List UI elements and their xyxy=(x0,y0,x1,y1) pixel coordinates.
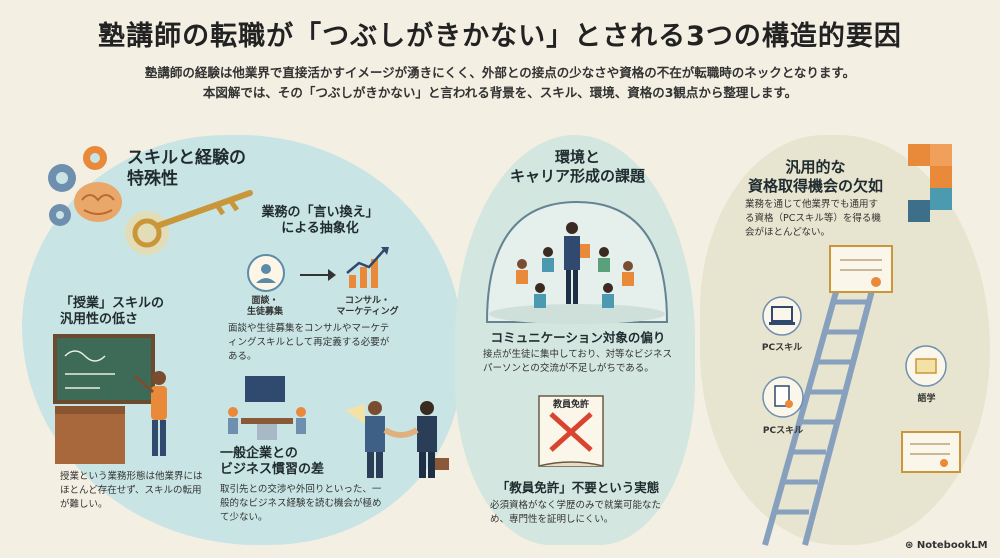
blocks-stack-icon xyxy=(908,144,952,222)
license-description: 必須資格がなく学歴のみで就業可能なため、専門性を証明しにくい。 xyxy=(490,500,662,525)
license-heading: 「教員免許」不要という実態 xyxy=(496,480,660,495)
rephrase-heading: 業務の「言い換え」による抽象化 xyxy=(261,205,379,237)
classroom-board-icon xyxy=(53,334,167,464)
license-badge-text: 教員免許 xyxy=(552,400,589,410)
certificate-language-icon xyxy=(905,345,947,387)
certificate-bottom-icon xyxy=(901,431,961,473)
certificate-top-icon xyxy=(829,245,893,293)
subtitle-line-2: 本図解では、その「つぶしがきかない」と言われる背景を、スキル、環境、資格の3観点… xyxy=(202,85,798,100)
qualification-description: 業務を通じて他業界でも通用する資格（PCスキル等）を得る機会がほとんどない。 xyxy=(745,199,881,238)
qualification-heading: 汎用的な資格取得機会の欠如 xyxy=(747,158,883,195)
person-interview-icon xyxy=(247,254,285,292)
dome-classroom-icon xyxy=(485,200,669,324)
laptop-icon xyxy=(762,296,802,336)
business-description: 取引先との交渉や外回りといった、一般的なビジネス経験を読む機会が極めて少ない。 xyxy=(220,484,382,523)
communication-description: 接点が生徒に集中しており、対等なビジネスパーソンとの交流が不足しがちである。 xyxy=(483,349,673,374)
gears-brain-icon xyxy=(48,146,122,226)
communication-heading: コミュニケーション対象の偏り xyxy=(490,330,666,345)
office-meeting-icon xyxy=(228,376,306,440)
rephrase-description: 面談や生徒募集をコンサルやマーケティングスキルとして再定義する必要がある。 xyxy=(228,323,390,362)
key-icon xyxy=(125,190,253,255)
to-label: コンサル・マーケティング xyxy=(336,296,399,317)
license-scroll-icon xyxy=(538,395,604,467)
label-pc-skill-2: PCスキル xyxy=(762,426,804,436)
label-pc-skill-1: PCスキル xyxy=(761,343,803,353)
page-title: 塾講師の転職が「つぶしがきかない」とされる3つの構造的要因 xyxy=(98,21,902,52)
notebooklm-icon: ⊛ xyxy=(905,540,917,551)
lesson-heading: 「授業」スキルの汎用性の低さ xyxy=(60,296,165,328)
arrow-right-icon xyxy=(300,269,336,281)
document-award-icon xyxy=(762,376,804,418)
label-language: 語学 xyxy=(917,394,936,404)
brand-logo: ⊛ NotebookLM xyxy=(905,540,988,551)
business-heading: 一般企業とのビジネス慣習の差 xyxy=(220,446,325,478)
growth-chart-icon xyxy=(346,247,389,288)
from-label: 面談・生徒募集 xyxy=(246,296,283,317)
subtitle-line-1: 塾講師の経験は他業界で直接活かすイメージが湧きにくく、外部との接点の少なさや資格… xyxy=(144,65,856,80)
environment-heading: 環境とキャリア形成の課題 xyxy=(509,148,645,185)
lesson-description: 授業という業務形態は他業界にはほとんど存在せず、スキルの転用が難しい。 xyxy=(60,471,203,510)
skills-heading: スキルと経験の特殊性 xyxy=(127,148,246,190)
handshake-icon xyxy=(345,401,449,478)
